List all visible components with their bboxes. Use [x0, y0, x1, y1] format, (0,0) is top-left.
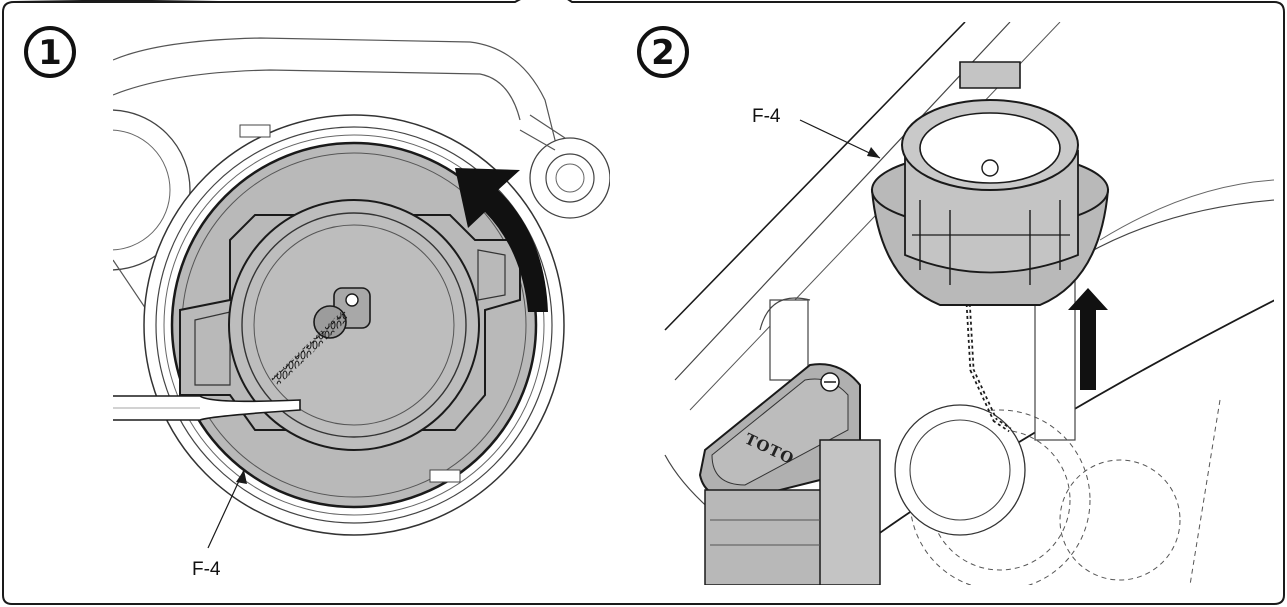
cap-f4-part-lifted	[870, 61, 1110, 306]
step-badge-2: 2	[637, 26, 689, 78]
screwdriver-tool	[113, 395, 301, 421]
step-badge-1: 1	[24, 26, 76, 78]
panel-1: F-4 1	[24, 26, 610, 580]
callout-label-f4-2: F-4	[752, 106, 781, 127]
rotate-counterclockwise-arrow	[455, 168, 548, 312]
panel-1-illustration	[113, 37, 610, 536]
lift-up-arrow	[1068, 288, 1108, 390]
panel-2: TOTO	[637, 22, 1274, 585]
step-number-1: 1	[38, 33, 62, 73]
callout-label-f4-1: F-4	[192, 559, 221, 580]
panel-2-illustration: TOTO	[664, 22, 1274, 585]
step-number-2: 2	[651, 33, 675, 73]
